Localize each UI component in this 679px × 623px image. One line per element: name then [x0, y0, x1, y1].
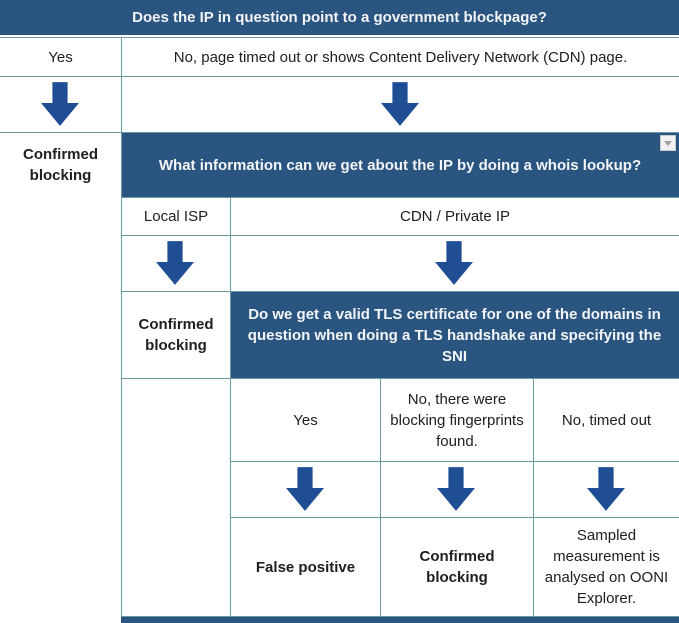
grid-line [121, 197, 679, 198]
question-tls-certificate: Do we get a valid TLS certificate for on… [230, 292, 679, 378]
grid-line [0, 76, 679, 77]
question-whois-lookup: What information can we get about the IP… [158, 156, 642, 174]
answer-cdn-private-ip: CDN / Private IP [399, 208, 511, 225]
grid-line [121, 378, 679, 379]
grid-line [121, 291, 679, 292]
grid-line [0, 132, 679, 133]
grid-line [230, 461, 679, 462]
grid-line [121, 616, 679, 617]
grid-line [380, 378, 381, 616]
grid-line [121, 235, 679, 236]
grid-line [533, 378, 534, 616]
answer-tls-fingerprints: No, there were blocking fingerprints fou… [390, 390, 524, 450]
down-arrow-icon [41, 82, 79, 126]
outcome-false-positive: False positive [255, 558, 356, 576]
down-arrow-icon [381, 82, 419, 126]
outcome-confirmed-blocking-1: Confirmed blocking [23, 146, 98, 184]
answer-no-blockpage: No, page timed out or shows Content Deli… [173, 48, 628, 66]
question-whois-lookup-cell: What information can we get about the IP… [121, 133, 679, 197]
grid-line [0, 37, 679, 38]
filter-dropdown-button[interactable] [660, 135, 676, 151]
answer-tls-yes: Yes [293, 411, 318, 429]
down-arrow-icon [437, 467, 475, 511]
grid-line [230, 197, 231, 616]
next-section-header-strip [121, 617, 679, 623]
outcome-confirmed-blocking-2: Confirmed blocking [138, 316, 214, 354]
down-arrow-icon [587, 467, 625, 511]
grid-line [121, 37, 122, 616]
answer-yes-blockpage: Yes [48, 48, 73, 66]
down-arrow-icon [286, 467, 324, 511]
outcome-confirmed-blocking-3: Confirmed blocking [419, 548, 495, 586]
grid-line [230, 517, 679, 518]
filter-dropdown-icon [664, 140, 672, 146]
answer-tls-timed-out: No, timed out [561, 411, 652, 429]
question-government-blockpage: Does the IP in question point to a gover… [0, 0, 679, 35]
down-arrow-icon [156, 241, 194, 285]
outcome-sampled-measurement: Sampled measurement is analysed on OONI … [544, 527, 669, 607]
answer-local-isp: Local ISP [143, 208, 209, 225]
down-arrow-icon [435, 241, 473, 285]
